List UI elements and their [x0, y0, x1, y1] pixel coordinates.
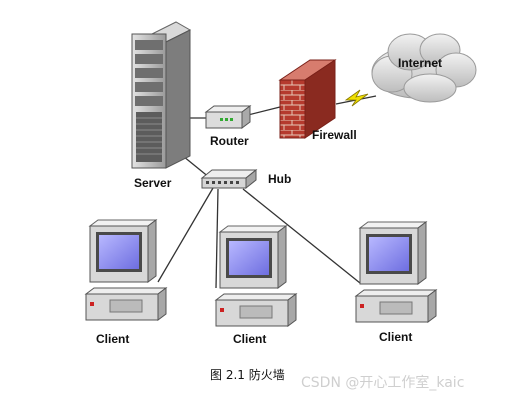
server-icon [131, 21, 192, 169]
client-label-2: Client [233, 332, 267, 346]
router-icon [204, 105, 252, 129]
client-computer-icon [354, 221, 438, 323]
client-label-1: Client [96, 332, 130, 346]
client-label-3: Client [379, 330, 413, 344]
client-computer-icon [84, 219, 168, 321]
hub-icon [200, 168, 258, 190]
hub-label: Hub [268, 172, 292, 186]
client-computer-icon [214, 225, 298, 327]
router-label: Router [210, 134, 249, 148]
cloud-icon [371, 33, 477, 103]
figure-caption: 图 2.1 防火墙 [210, 368, 285, 382]
firewall-label: Firewall [312, 128, 357, 142]
watermark: CSDN @开心工作室_kaic [301, 375, 465, 391]
firewall-icon [278, 59, 337, 139]
lightning-link-icon [335, 89, 377, 107]
link-hub-client-2 [215, 188, 219, 289]
server-label: Server [134, 176, 172, 190]
link-hub-client-3 [242, 188, 361, 284]
link-hub-client-1 [157, 187, 214, 283]
internet-label: Internet [398, 56, 443, 70]
